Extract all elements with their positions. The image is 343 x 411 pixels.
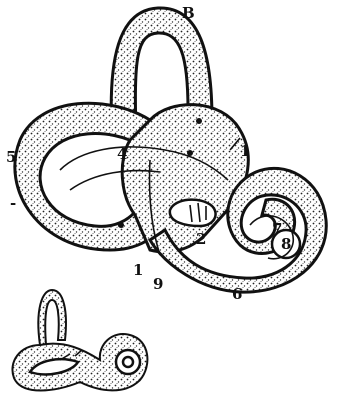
label-2: 2 [196,232,206,247]
label-b: B [182,6,195,21]
label-5: 5 [6,150,16,165]
label-6: 6 [232,287,242,302]
inset-figure [12,290,147,391]
label-dash: - [10,196,16,211]
label-9: 9 [153,277,163,292]
label-8: 8 [281,237,291,252]
label-1-right: 1 [240,144,250,159]
label-1-left: 1 [133,263,143,278]
label-4: 4 [117,147,127,162]
